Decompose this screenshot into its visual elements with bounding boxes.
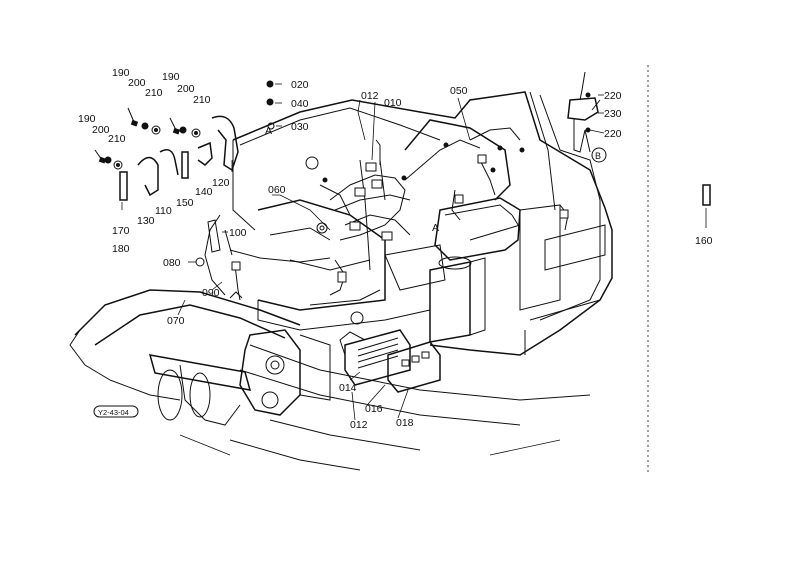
marker-a: A bbox=[265, 125, 272, 137]
part-label-110: 110 bbox=[155, 205, 172, 217]
part-label-014: 014 bbox=[339, 382, 357, 394]
part-label-030: 030 bbox=[291, 121, 309, 133]
marker-b-letter: B bbox=[595, 151, 601, 161]
part-label-210: 210 bbox=[193, 94, 211, 106]
part-label-210: 210 bbox=[145, 87, 163, 99]
relay-box bbox=[339, 329, 441, 393]
part-label-150: 150 bbox=[176, 197, 194, 209]
part-label-160: 160 bbox=[695, 235, 713, 247]
part-label-190: 190 bbox=[78, 113, 96, 125]
part-label-080: 080 bbox=[163, 257, 181, 269]
part-labels: 190 200 210 190 200 210 190 200 210 170 … bbox=[78, 67, 713, 431]
marker-a: A bbox=[432, 222, 439, 234]
part-label-012: 012 bbox=[361, 90, 379, 102]
leader-lines bbox=[121, 83, 707, 421]
part-label-170: 170 bbox=[112, 225, 130, 237]
part-label-130: 130 bbox=[137, 215, 155, 227]
part-label-120: 120 bbox=[212, 177, 230, 189]
marker-b: B bbox=[591, 147, 607, 163]
part-label-070: 070 bbox=[167, 315, 185, 327]
part-label-230: 230 bbox=[604, 108, 622, 120]
drawing-stamp: Y2-43-04 bbox=[93, 405, 139, 418]
part-label-012: 012 bbox=[350, 419, 368, 431]
drawing-stamp-text: Y2-43-04 bbox=[98, 408, 129, 417]
part-label-220: 220 bbox=[604, 128, 622, 140]
wiring-harness bbox=[204, 127, 569, 325]
part-label-200: 200 bbox=[128, 77, 146, 89]
part-label-016: 016 bbox=[365, 403, 383, 415]
part-label-020: 020 bbox=[291, 79, 309, 91]
part-label-018: 018 bbox=[396, 417, 414, 429]
part-label-190: 190 bbox=[162, 71, 180, 83]
part-label-210: 210 bbox=[108, 133, 126, 145]
machine-body bbox=[69, 65, 649, 475]
part-label-200: 200 bbox=[177, 83, 195, 95]
part-label-200: 200 bbox=[92, 124, 110, 136]
part-label-140: 140 bbox=[195, 186, 213, 198]
part-label-100: 100 bbox=[229, 227, 247, 239]
part-label-040: 040 bbox=[291, 98, 309, 110]
part-label-060: 060 bbox=[268, 184, 286, 196]
part-label-220: 220 bbox=[604, 90, 622, 102]
part-label-190: 190 bbox=[112, 67, 130, 79]
part-label-180: 180 bbox=[112, 243, 130, 255]
loose-parts bbox=[94, 71, 711, 267]
part-label-010: 010 bbox=[384, 97, 402, 109]
part-label-090: 090 bbox=[202, 287, 220, 299]
part-label-050: 050 bbox=[450, 85, 468, 97]
